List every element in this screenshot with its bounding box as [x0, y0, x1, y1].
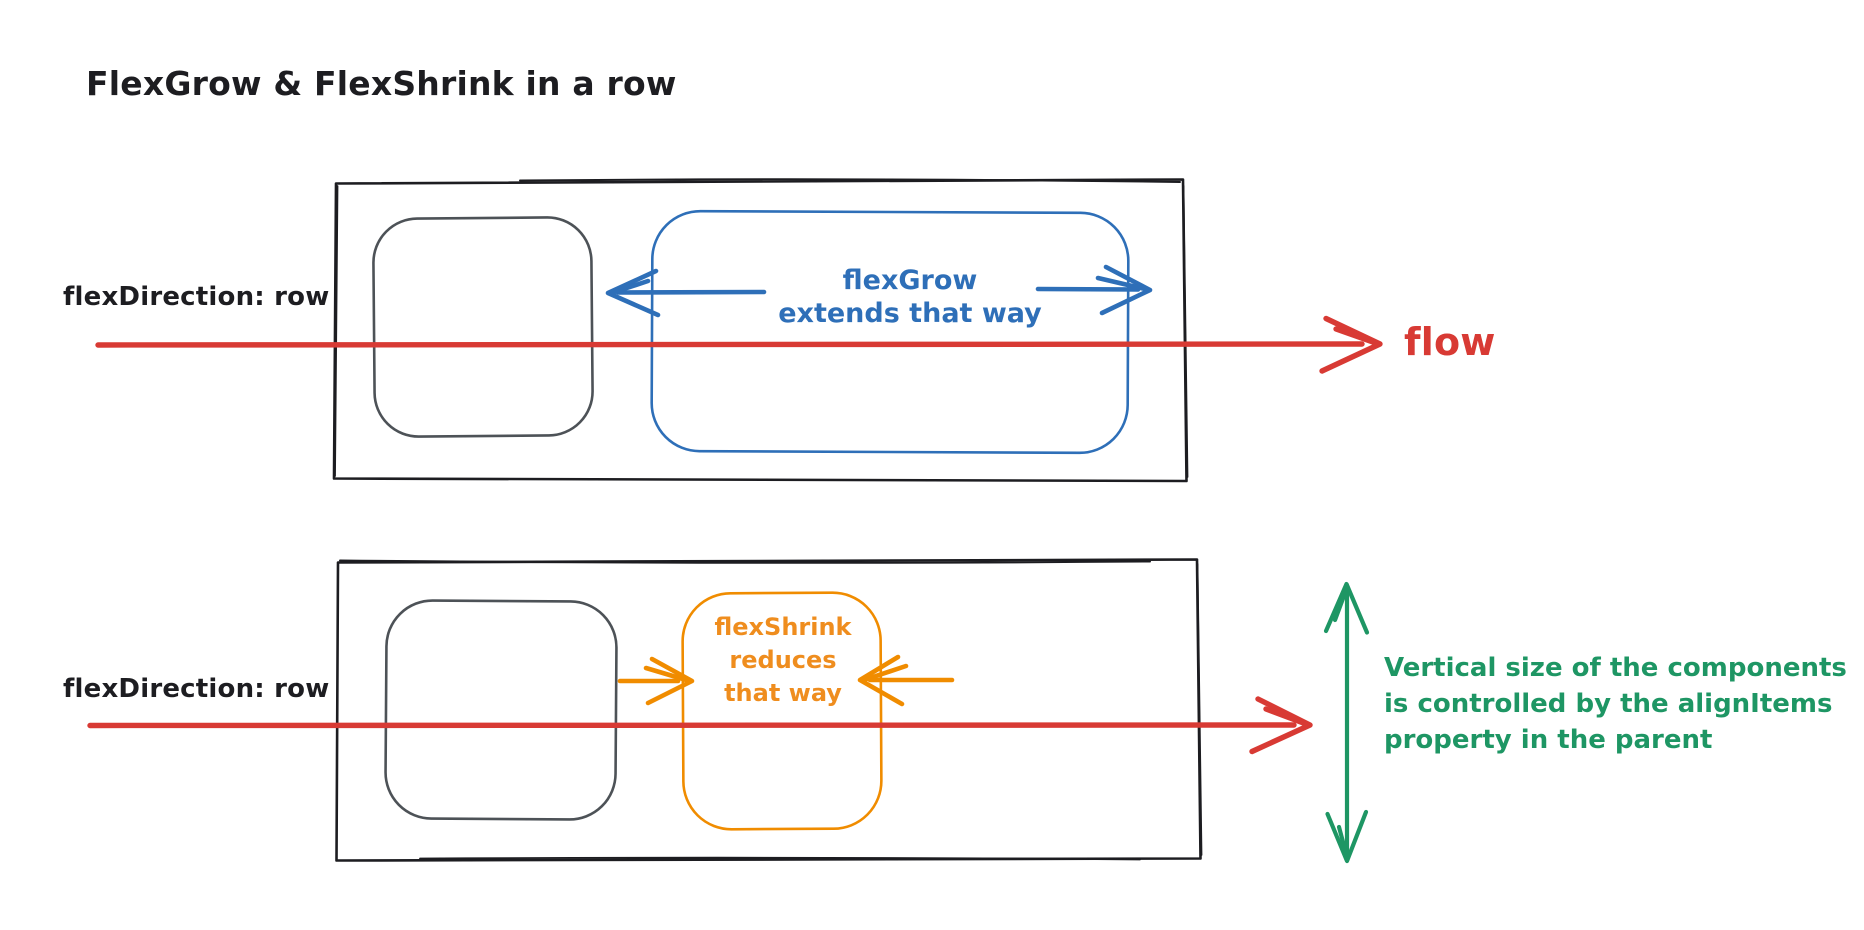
align-items-note: Vertical size of the components is contr… — [1384, 650, 1847, 758]
vertical-size-arrow — [1323, 581, 1370, 864]
flex-grow-caption-line1: flexGrow — [842, 265, 978, 296]
top-flex-container-box — [332, 178, 1189, 483]
flex-grow-caption: flexGrow extends that way — [758, 264, 1062, 330]
align-items-note-line2: is controlled by the alignItems — [1384, 689, 1833, 719]
shrink-arrow-right — [857, 654, 955, 707]
flex-shrink-caption-line2: reduces — [729, 646, 837, 674]
grow-arrow-left — [605, 268, 767, 318]
grow-arrow-right — [1035, 264, 1153, 316]
flow-arrow-bottom — [87, 696, 1313, 755]
flex-shrink-box — [681, 591, 883, 831]
bottom-fixed-child-box — [384, 599, 618, 821]
flex-grow-caption-line2: extends that way — [778, 298, 1042, 329]
flex-grow-box — [650, 209, 1130, 455]
top-fixed-child-box — [372, 216, 594, 438]
flow-label: flow — [1404, 320, 1496, 364]
flex-shrink-caption-line1: flexShrink — [714, 613, 852, 641]
flex-shrink-caption: flexShrink reduces that way — [687, 611, 879, 710]
flex-shrink-caption-line3: that way — [724, 679, 842, 707]
align-items-note-line1: Vertical size of the components — [1384, 653, 1847, 683]
flow-arrow-top — [95, 315, 1383, 374]
shrink-arrow-left — [617, 656, 695, 706]
page-title: FlexGrow & FlexShrink in a row — [86, 64, 677, 103]
top-flex-direction-label: flexDirection: row — [63, 282, 330, 312]
bottom-flex-direction-label: flexDirection: row — [63, 674, 330, 704]
bottom-flex-container-box — [335, 558, 1203, 862]
align-items-note-line3: property in the parent — [1384, 725, 1713, 755]
